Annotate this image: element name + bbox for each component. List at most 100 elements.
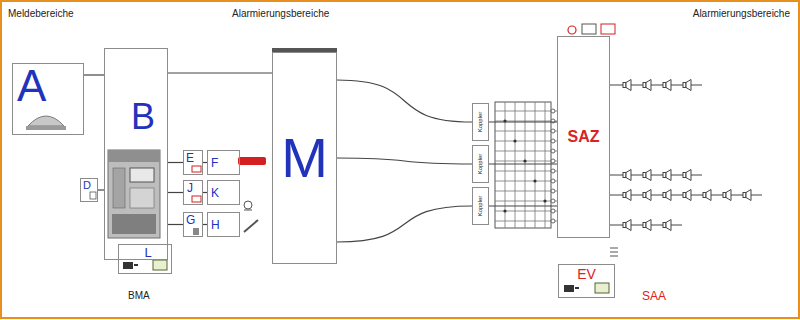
matrix-dots [503, 119, 546, 212]
fire-panel-top [108, 150, 160, 162]
device-box: K [207, 180, 240, 205]
battery-pole [575, 287, 579, 289]
connection-line [489, 121, 557, 122]
speaker-symbol [663, 80, 671, 91]
terminal [551, 109, 555, 113]
terminal [551, 129, 555, 133]
panel-base [112, 214, 156, 234]
speaker-symbol [623, 80, 631, 91]
speaker-symbol [683, 190, 691, 201]
transmitter-icon [192, 166, 201, 172]
speaker-symbol [663, 190, 671, 201]
output-stubs [610, 248, 618, 256]
battery-icon [564, 285, 574, 292]
node-label: Koppler [478, 112, 484, 133]
node-label: Koppler [478, 154, 484, 175]
connection-line [168, 192, 183, 193]
area-heading: Alarmierungsbereiche [232, 8, 329, 19]
dot [513, 139, 516, 142]
connection-line [168, 162, 183, 163]
area-heading: BMA [128, 290, 150, 301]
bell-icon [244, 201, 252, 209]
dot [533, 179, 536, 182]
speaker-line [610, 85, 762, 225]
node-label: E [186, 152, 194, 164]
coupler-box: Koppler [472, 187, 489, 225]
terminal [551, 149, 555, 153]
terminal [551, 189, 555, 193]
node-label: M [281, 130, 328, 186]
speaker-symbol [623, 170, 631, 181]
smoke-detector [28, 116, 64, 126]
terminal [551, 139, 555, 143]
node-label: L [144, 246, 151, 259]
speaker-symbol [623, 190, 631, 201]
fire-alarm-panel-box: B [104, 48, 168, 260]
signal-icon [601, 24, 615, 34]
interface-box: M [272, 52, 337, 264]
node-label: SAZ [568, 129, 600, 145]
device-icon [90, 192, 96, 199]
fire-panel [108, 150, 160, 238]
detector-base [26, 126, 66, 130]
speaker-symbol [663, 220, 671, 231]
coupler-box: Koppler [472, 145, 489, 183]
connection-line [337, 206, 472, 242]
dot [543, 199, 546, 202]
terminal [551, 219, 555, 223]
matrix-rows [495, 111, 557, 221]
device-box: J [183, 180, 203, 205]
control-icon [193, 228, 199, 235]
speaker-symbol [643, 80, 651, 91]
microphone-icon [582, 24, 596, 34]
siren-icon [238, 157, 266, 165]
speaker-symbol [643, 220, 651, 231]
charger-icon [595, 283, 609, 293]
dot [503, 209, 506, 212]
bell-base [244, 210, 252, 211]
connection-line [168, 224, 183, 225]
speaker-group [623, 80, 751, 231]
area-heading: Alarmierungsbereiche [693, 8, 790, 19]
device-box: G [183, 212, 203, 237]
speaker-symbol [703, 190, 711, 201]
terminal [551, 159, 555, 163]
node-label: A [17, 64, 46, 108]
node-label: D [83, 180, 91, 191]
speaker-symbol [683, 170, 691, 181]
node-label: J [187, 182, 193, 194]
power-supply-box: L [118, 244, 172, 274]
node-label: B [131, 99, 155, 135]
connection-line [84, 74, 104, 75]
device-box: D [80, 178, 98, 202]
panel-display [130, 168, 154, 182]
detector-area-box: A [12, 63, 84, 135]
node-label: G [186, 214, 195, 226]
connection-line [337, 80, 472, 122]
device-box: E [183, 150, 203, 175]
battery-icon [123, 262, 133, 269]
node-label: F [211, 157, 218, 169]
node-label: Koppler [478, 196, 484, 217]
speaker-symbol [743, 190, 751, 201]
connection-line [168, 72, 272, 73]
power-supply-box: EV [558, 264, 615, 298]
terminal [551, 179, 555, 183]
speaker-symbol [643, 170, 651, 181]
speaker-symbol [643, 190, 651, 201]
device-box: F [207, 150, 240, 175]
charger-icon [153, 260, 167, 270]
area-heading: Meldebereiche [8, 8, 74, 19]
device-box: H [207, 212, 240, 237]
indicator-icon [568, 26, 576, 34]
connection-line [489, 163, 557, 164]
node-label: EV [577, 267, 596, 281]
node-label: K [211, 187, 219, 199]
key-depot-icon [192, 196, 201, 202]
terminal [551, 169, 555, 173]
coupler-box: Koppler [472, 103, 489, 141]
speaker-symbol [623, 220, 631, 231]
terminal [551, 209, 555, 213]
